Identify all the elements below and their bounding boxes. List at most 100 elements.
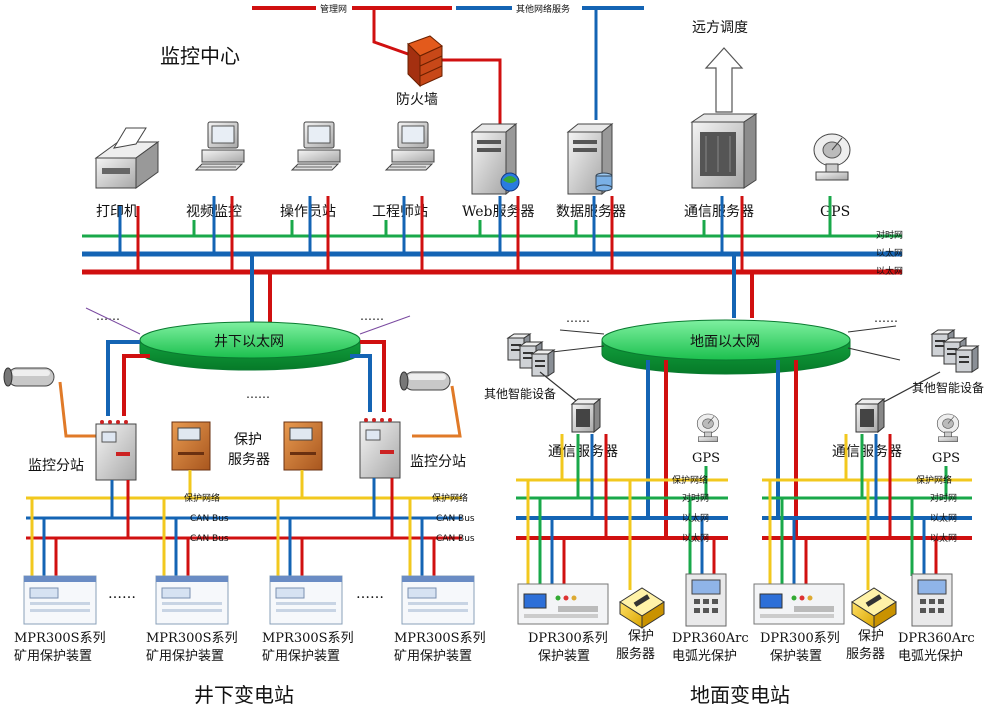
time-sync-net-label-g2: 对时网 bbox=[930, 492, 957, 504]
protection-net-label-u1: 保护网络 bbox=[184, 492, 220, 504]
data-server-icon bbox=[567, 123, 613, 195]
data-server-label: 数据服务器 bbox=[556, 204, 626, 220]
can-bus-label-u1: CAN Bus bbox=[190, 514, 229, 524]
mpr-device-4-icon bbox=[401, 575, 475, 625]
camera-link-left bbox=[58, 381, 98, 438]
other-smart-devices-right-icon bbox=[931, 329, 979, 373]
video-monitor-pc-icon bbox=[195, 121, 245, 171]
mpr-3-label-2: 矿用保护装置 bbox=[262, 649, 340, 664]
ethernet-label-g4: 以太网 bbox=[930, 532, 957, 544]
can-bus-label-u4: CAN Bus bbox=[436, 534, 475, 544]
comm-server-top-icon bbox=[690, 113, 758, 189]
comm-server-right-label: 通信服务器 bbox=[832, 444, 902, 460]
mpr-4-label-2: 矿用保护装置 bbox=[394, 649, 472, 664]
mpr-1-label-1: MPR300S系列 bbox=[14, 631, 106, 646]
firewall-label: 防火墙 bbox=[396, 92, 438, 108]
ethernet-label-g3: 以太网 bbox=[930, 512, 957, 524]
dpr360-left-label-2: 电弧光保护 bbox=[672, 649, 737, 664]
management-net-label: 管理网 bbox=[320, 3, 347, 15]
ethernet-label-top-1: 以太网 bbox=[876, 247, 903, 259]
web-server-icon bbox=[471, 123, 520, 195]
other-smart-devices-left-icon bbox=[507, 333, 555, 377]
gps-right-label: GPS bbox=[932, 451, 960, 466]
firewall-icon bbox=[407, 35, 443, 88]
engineer-station-label: 工程师站 bbox=[372, 204, 428, 220]
ps-left-label-1: 保护 bbox=[628, 629, 654, 644]
protection-net-label-g2: 保护网络 bbox=[916, 474, 952, 486]
dots-3: …… bbox=[246, 387, 270, 401]
comm-server-right-icon bbox=[854, 397, 886, 434]
dpr360-left-label-1: DPR360Arc bbox=[672, 631, 749, 646]
protection-net-label-g1: 保护网络 bbox=[672, 474, 708, 486]
dots-1: …… bbox=[96, 309, 120, 323]
mpr-4-label-1: MPR300S系列 bbox=[394, 631, 486, 646]
engineer-station-pc-icon bbox=[385, 121, 435, 171]
dots-7: …… bbox=[356, 586, 384, 602]
mpr-device-3-icon bbox=[269, 575, 343, 625]
ground-substation-title: 地面变电站 bbox=[690, 683, 790, 707]
monitor-substation-left-icon bbox=[95, 419, 137, 481]
dpr300-right-icon bbox=[753, 583, 845, 625]
operator-station-pc-icon bbox=[291, 121, 341, 171]
dpr360-right-label-1: DPR360Arc bbox=[898, 631, 975, 646]
mpr-3-label-1: MPR300S系列 bbox=[262, 631, 354, 646]
dpr360-left-icon bbox=[685, 573, 727, 627]
other-smart-devices-right-label: 其他智能设备 bbox=[912, 380, 984, 395]
control-center-buses bbox=[82, 196, 902, 275]
dpr300-left-icon bbox=[517, 583, 609, 625]
dpr300-right-label-1: DPR300系列 bbox=[760, 631, 840, 646]
mpr-device-1-icon bbox=[23, 575, 97, 625]
ps-right-label-1: 保护 bbox=[858, 629, 884, 644]
dpr300-right-label-2: 保护装置 bbox=[770, 649, 822, 664]
ps-left-label-2: 服务器 bbox=[616, 646, 655, 662]
ring-uplinks bbox=[250, 254, 754, 322]
protection-server-left-icon bbox=[171, 421, 211, 471]
camera-right-icon bbox=[399, 371, 451, 391]
dots-4: …… bbox=[566, 311, 590, 325]
comm-server-left-label: 通信服务器 bbox=[548, 444, 618, 460]
monitor-substation-right-label: 监控分站 bbox=[410, 454, 466, 470]
other-net-services-label: 其他网络服务 bbox=[516, 3, 570, 15]
remote-dispatch-label: 远方调度 bbox=[692, 20, 748, 36]
printer-label: 打印机 bbox=[96, 203, 138, 220]
can-bus-label-u3: CAN Bus bbox=[190, 534, 229, 544]
dpr300-left-label-1: DPR300系列 bbox=[528, 631, 608, 646]
operator-station-label: 操作员站 bbox=[280, 204, 336, 220]
gps-left-icon bbox=[696, 413, 720, 442]
underground-substation-title: 井下变电站 bbox=[194, 683, 294, 707]
protection-server-label-1: 保护 bbox=[234, 432, 262, 448]
dots-6: …… bbox=[108, 586, 136, 602]
underground-ring-links bbox=[106, 340, 386, 416]
time-sync-net-label-g1: 对时网 bbox=[682, 492, 709, 504]
ethernet-label-g2: 以太网 bbox=[682, 532, 709, 544]
mpr-2-label-1: MPR300S系列 bbox=[146, 631, 238, 646]
gps-top-icon bbox=[813, 133, 851, 181]
dots-2: …… bbox=[360, 309, 384, 323]
protection-server-g-left-icon bbox=[619, 587, 665, 629]
mpr-1-label-2: 矿用保护装置 bbox=[14, 649, 92, 664]
dpr360-right-icon bbox=[911, 573, 953, 627]
ground-ethernet-label: 地面以太网 bbox=[690, 334, 760, 350]
dots-5: …… bbox=[874, 311, 898, 325]
ground-left-buses bbox=[516, 434, 728, 590]
monitor-substation-right-icon bbox=[359, 417, 401, 479]
gps-right-icon bbox=[936, 413, 960, 442]
underground-ethernet-label: 井下以太网 bbox=[214, 334, 284, 350]
other-smart-devices-left-label: 其他智能设备 bbox=[484, 386, 556, 401]
top-feeds bbox=[252, 6, 644, 130]
gps-top-label: GPS bbox=[820, 204, 850, 220]
ethernet-label-top-2: 以太网 bbox=[876, 265, 903, 277]
monitor-center-title: 监控中心 bbox=[160, 44, 240, 68]
ground-right-buses bbox=[762, 434, 972, 590]
dpr300-left-label-2: 保护装置 bbox=[538, 649, 590, 664]
dpr360-right-label-2: 电弧光保护 bbox=[898, 649, 963, 664]
comm-server-top-label: 通信服务器 bbox=[684, 204, 754, 220]
protection-server-g-right-icon bbox=[851, 587, 897, 629]
underground-buses bbox=[26, 470, 462, 576]
protection-server-label-2: 服务器 bbox=[228, 452, 270, 468]
mpr-device-2-icon bbox=[155, 575, 229, 625]
camera-left-icon bbox=[3, 367, 55, 387]
monitor-substation-left-label: 监控分站 bbox=[28, 458, 84, 474]
web-server-label: Web服务器 bbox=[462, 204, 535, 220]
